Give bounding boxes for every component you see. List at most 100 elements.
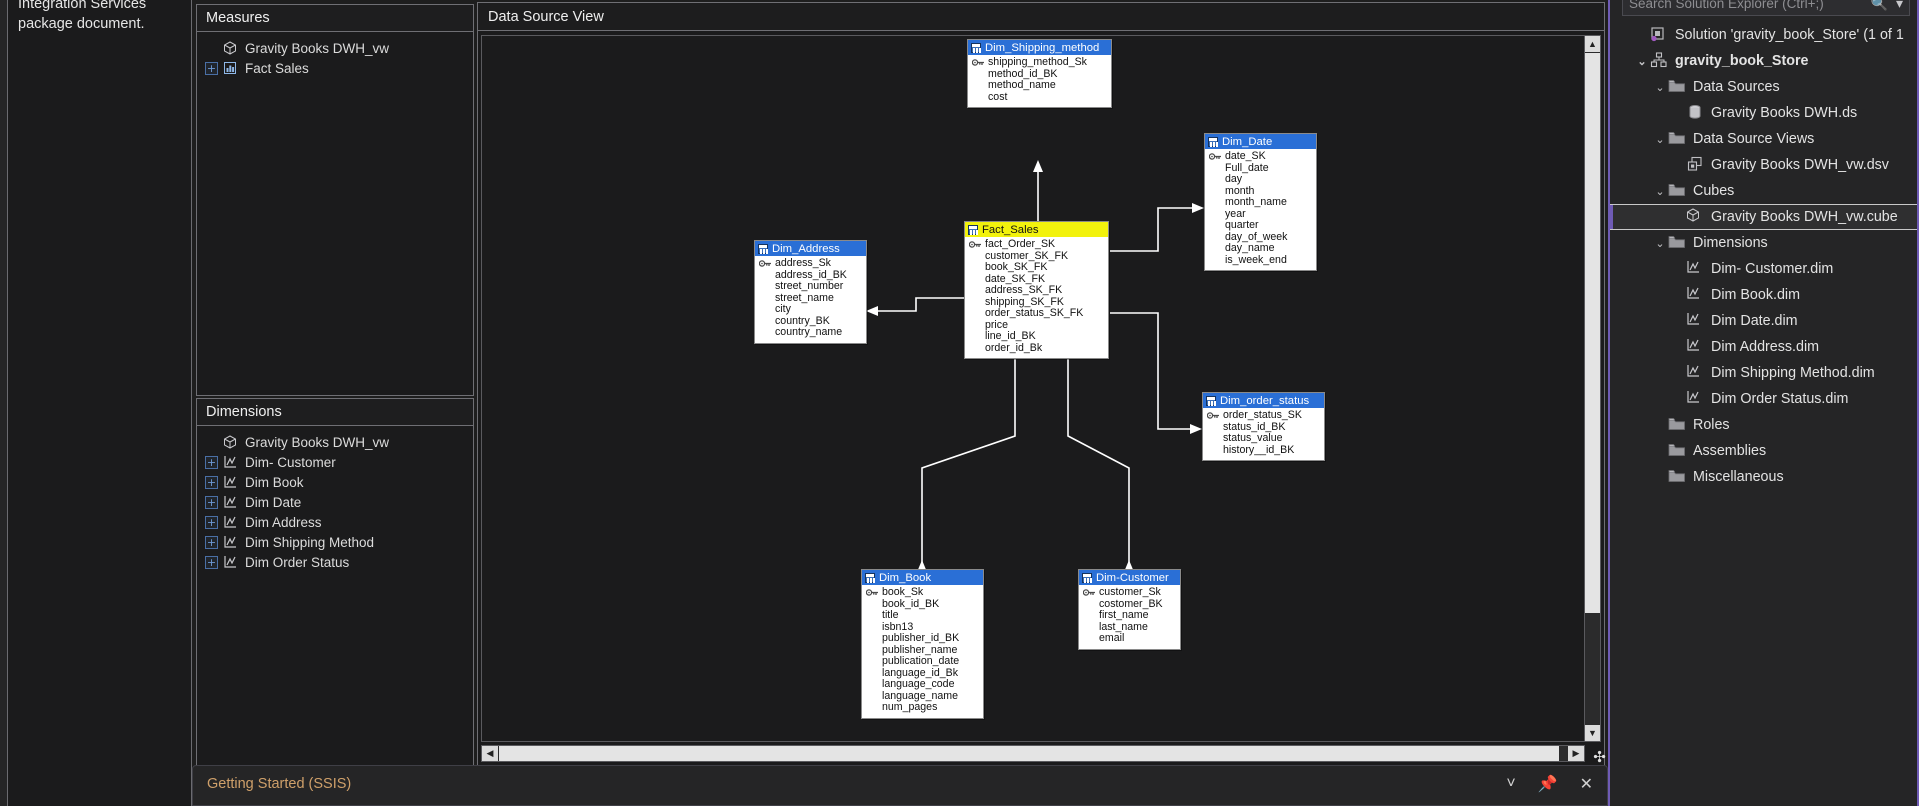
chevron-down-icon[interactable]: ˅ [1506, 775, 1516, 792]
expand-icon[interactable]: + [205, 555, 218, 569]
vertical-scroll-thumb[interactable] [1585, 53, 1600, 613]
table-column[interactable]: quarter [1205, 219, 1316, 232]
chevron-down-icon[interactable]: ⌄ [1655, 237, 1665, 250]
entity-table-header[interactable]: Dim_order_status [1203, 393, 1324, 408]
solution-item-dim-customer-dim[interactable]: Dim- Customer.dim [1610, 256, 1917, 282]
solution-item-dim-order-status-dim[interactable]: Dim Order Status.dim [1610, 386, 1917, 412]
solution-item-dim-book-dim[interactable]: Dim Book.dim [1610, 282, 1917, 308]
table-column[interactable]: method_id_BK [968, 68, 1111, 81]
tree-item-dim-order-status[interactable]: +Dim Order Status [197, 552, 473, 572]
scroll-down-icon[interactable]: ▼ [1585, 725, 1600, 741]
chevron-down-icon[interactable]: ⌄ [1655, 185, 1665, 198]
table-column[interactable]: num_pages [862, 701, 983, 714]
table-column[interactable]: is_week_end [1205, 254, 1316, 267]
table-column[interactable]: book_id_BK [862, 598, 983, 611]
solution-item-gravity-books-dwh-vw-cube[interactable]: Gravity Books DWH_vw.cube [1610, 204, 1917, 230]
tree-item-dim-date[interactable]: +Dim Date [197, 492, 473, 512]
table-column[interactable]: last_name [1079, 621, 1180, 634]
entity-table-header[interactable]: Dim_Address [755, 241, 866, 256]
expand-icon[interactable]: + [205, 495, 218, 509]
table-column[interactable]: order_status_SK_FK [965, 307, 1108, 320]
solution-item-assemblies[interactable]: Assemblies [1610, 438, 1917, 464]
table-column[interactable]: street_name [755, 292, 866, 305]
table-column[interactable]: publication_date [862, 655, 983, 668]
primary-key-column[interactable]: fact_Order_SK [965, 238, 1108, 251]
table-column[interactable]: country_name [755, 326, 866, 339]
primary-key-column[interactable]: address_Sk [755, 257, 866, 270]
table-column[interactable]: publisher_name [862, 644, 983, 657]
dsv-diagram-canvas[interactable]: مستقل mostaql.com [481, 35, 1585, 742]
close-icon[interactable]: ✕ [1579, 776, 1593, 793]
table-column[interactable]: publisher_id_BK [862, 632, 983, 645]
tree-item-dim-customer[interactable]: +Dim- Customer [197, 452, 473, 472]
scroll-left-icon[interactable]: ◀ [482, 746, 498, 761]
table-column[interactable]: order_id_Bk [965, 342, 1108, 355]
table-column[interactable]: day_name [1205, 242, 1316, 255]
table-column[interactable]: shipping_SK_FK [965, 296, 1108, 309]
pin-icon[interactable]: 📌 [1537, 776, 1558, 793]
tree-item-gravity-books-dwh-vw[interactable]: Gravity Books DWH_vw [197, 38, 473, 58]
solution-explorer-search[interactable]: Search Solution Explorer (Ctrl+;) 🔍 ▾ [1622, 0, 1910, 16]
scroll-up-icon[interactable]: ▲ [1585, 36, 1600, 52]
search-icon[interactable]: 🔍 [1870, 0, 1888, 11]
table-column[interactable]: customer_SK_FK [965, 250, 1108, 263]
tab-getting-started-ssis[interactable]: Getting Started (SSIS) [193, 776, 351, 792]
table-column[interactable]: Full_date [1205, 162, 1316, 175]
expand-icon[interactable]: + [205, 475, 218, 489]
primary-key-column[interactable]: book_Sk [862, 586, 983, 599]
solution-explorer-tree[interactable]: Solution 'gravity_book_Store' (1 of 1⌄gr… [1610, 22, 1917, 490]
solution-item-gravity-books-dwh-vw-dsv[interactable]: Gravity Books DWH_vw.dsv [1610, 152, 1917, 178]
expand-icon[interactable]: + [205, 515, 218, 529]
expand-icon[interactable]: + [205, 455, 218, 469]
chevron-down-icon[interactable]: ⌄ [1637, 55, 1647, 68]
solution-item-data-source-views[interactable]: ⌄Data Source Views [1610, 126, 1917, 152]
tree-item-gravity-books-dwh-vw[interactable]: Gravity Books DWH_vw [197, 432, 473, 452]
table-column[interactable]: line_id_BK [965, 330, 1108, 343]
primary-key-column[interactable]: date_SK [1205, 150, 1316, 163]
entity-table-header[interactable]: Fact_Sales [965, 222, 1108, 237]
table-column[interactable]: date_SK_FK [965, 273, 1108, 286]
table-column[interactable]: month [1205, 185, 1316, 198]
solution-item-miscellaneous[interactable]: Miscellaneous [1610, 464, 1917, 490]
table-column[interactable]: title [862, 609, 983, 622]
solution-item-gravity-books-dwh-ds[interactable]: Gravity Books DWH.ds [1610, 100, 1917, 126]
solution-item-dim-date-dim[interactable]: Dim Date.dim [1610, 308, 1917, 334]
table-column[interactable]: first_name [1079, 609, 1180, 622]
expand-icon[interactable]: + [205, 61, 218, 75]
primary-key-column[interactable]: order_status_SK [1203, 409, 1324, 422]
solution-item-solution-gravity-book-store-1-of-1[interactable]: Solution 'gravity_book_Store' (1 of 1 [1610, 22, 1917, 48]
tree-item-dim-book[interactable]: +Dim Book [197, 472, 473, 492]
solution-item-gravity-book-store[interactable]: ⌄gravity_book_Store [1610, 48, 1917, 74]
solution-item-dim-address-dim[interactable]: Dim Address.dim [1610, 334, 1917, 360]
primary-key-column[interactable]: shipping_method_Sk [968, 56, 1111, 69]
filter-icon[interactable]: ▾ [1895, 0, 1903, 11]
navigation-grip-icon[interactable]: ✣ [1593, 748, 1606, 766]
table-column[interactable]: month_name [1205, 196, 1316, 209]
tree-item-dim-address[interactable]: +Dim Address [197, 512, 473, 532]
chevron-down-icon[interactable]: ⌄ [1655, 81, 1665, 94]
table-column[interactable]: price [965, 319, 1108, 332]
table-column[interactable]: address_id_BK [755, 269, 866, 282]
table-column[interactable]: country_BK [755, 315, 866, 328]
table-column[interactable]: book_SK_FK [965, 261, 1108, 274]
entity-table-header[interactable]: Dim_Date [1205, 134, 1316, 149]
table-column[interactable]: language_id_Bk [862, 667, 983, 680]
table-column[interactable]: city [755, 303, 866, 316]
table-column[interactable]: status_id_BK [1203, 421, 1324, 434]
dimensions-tree[interactable]: Gravity Books DWH_vw+Dim- Customer+Dim B… [197, 426, 473, 572]
measures-tree[interactable]: Gravity Books DWH_vw+Fact Sales [197, 32, 473, 78]
solution-item-dim-shipping-method-dim[interactable]: Dim Shipping Method.dim [1610, 360, 1917, 386]
dsv-horizontal-scrollbar[interactable]: ◀ ▶ [481, 745, 1585, 762]
dsv-vertical-scrollbar[interactable]: ▲ ▼ [1584, 35, 1601, 742]
table-column[interactable]: language_name [862, 690, 983, 703]
table-column[interactable]: status_value [1203, 432, 1324, 445]
table-column[interactable]: history__id_BK [1203, 444, 1324, 457]
entity-table-header[interactable]: Dim-Customer [1079, 570, 1180, 585]
table-column[interactable]: day [1205, 173, 1316, 186]
table-column[interactable]: method_name [968, 79, 1111, 92]
solution-item-roles[interactable]: Roles [1610, 412, 1917, 438]
